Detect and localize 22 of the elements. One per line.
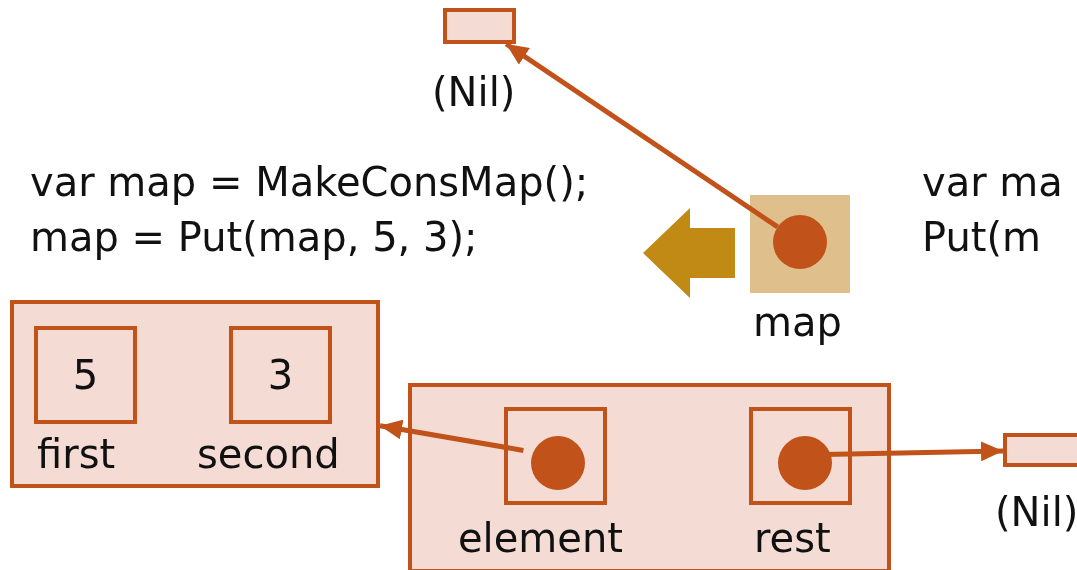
pointer-dot bbox=[773, 215, 827, 269]
field-label: second bbox=[197, 434, 340, 474]
field-label: (Nil) bbox=[995, 492, 1077, 532]
arrow bbox=[504, 41, 779, 229]
field-label: first bbox=[37, 434, 116, 474]
pointer-dot bbox=[531, 436, 585, 490]
nil-box bbox=[1003, 433, 1077, 467]
arrow bbox=[379, 419, 524, 453]
pair-box bbox=[10, 300, 380, 488]
code-line: var ma bbox=[922, 162, 1063, 202]
field-cell bbox=[749, 407, 852, 505]
value-cell: 5 bbox=[34, 326, 137, 424]
field-cell bbox=[504, 407, 607, 505]
nil-box bbox=[443, 8, 516, 44]
value-cell: 3 bbox=[229, 326, 332, 424]
code-line: Put(m bbox=[922, 217, 1042, 257]
pointer-dot bbox=[778, 436, 832, 490]
variable-box bbox=[750, 195, 850, 293]
field-label: element bbox=[458, 518, 623, 558]
cons-cell bbox=[408, 383, 891, 570]
field-label: (Nil) bbox=[432, 72, 516, 112]
field-label: rest bbox=[754, 518, 831, 558]
